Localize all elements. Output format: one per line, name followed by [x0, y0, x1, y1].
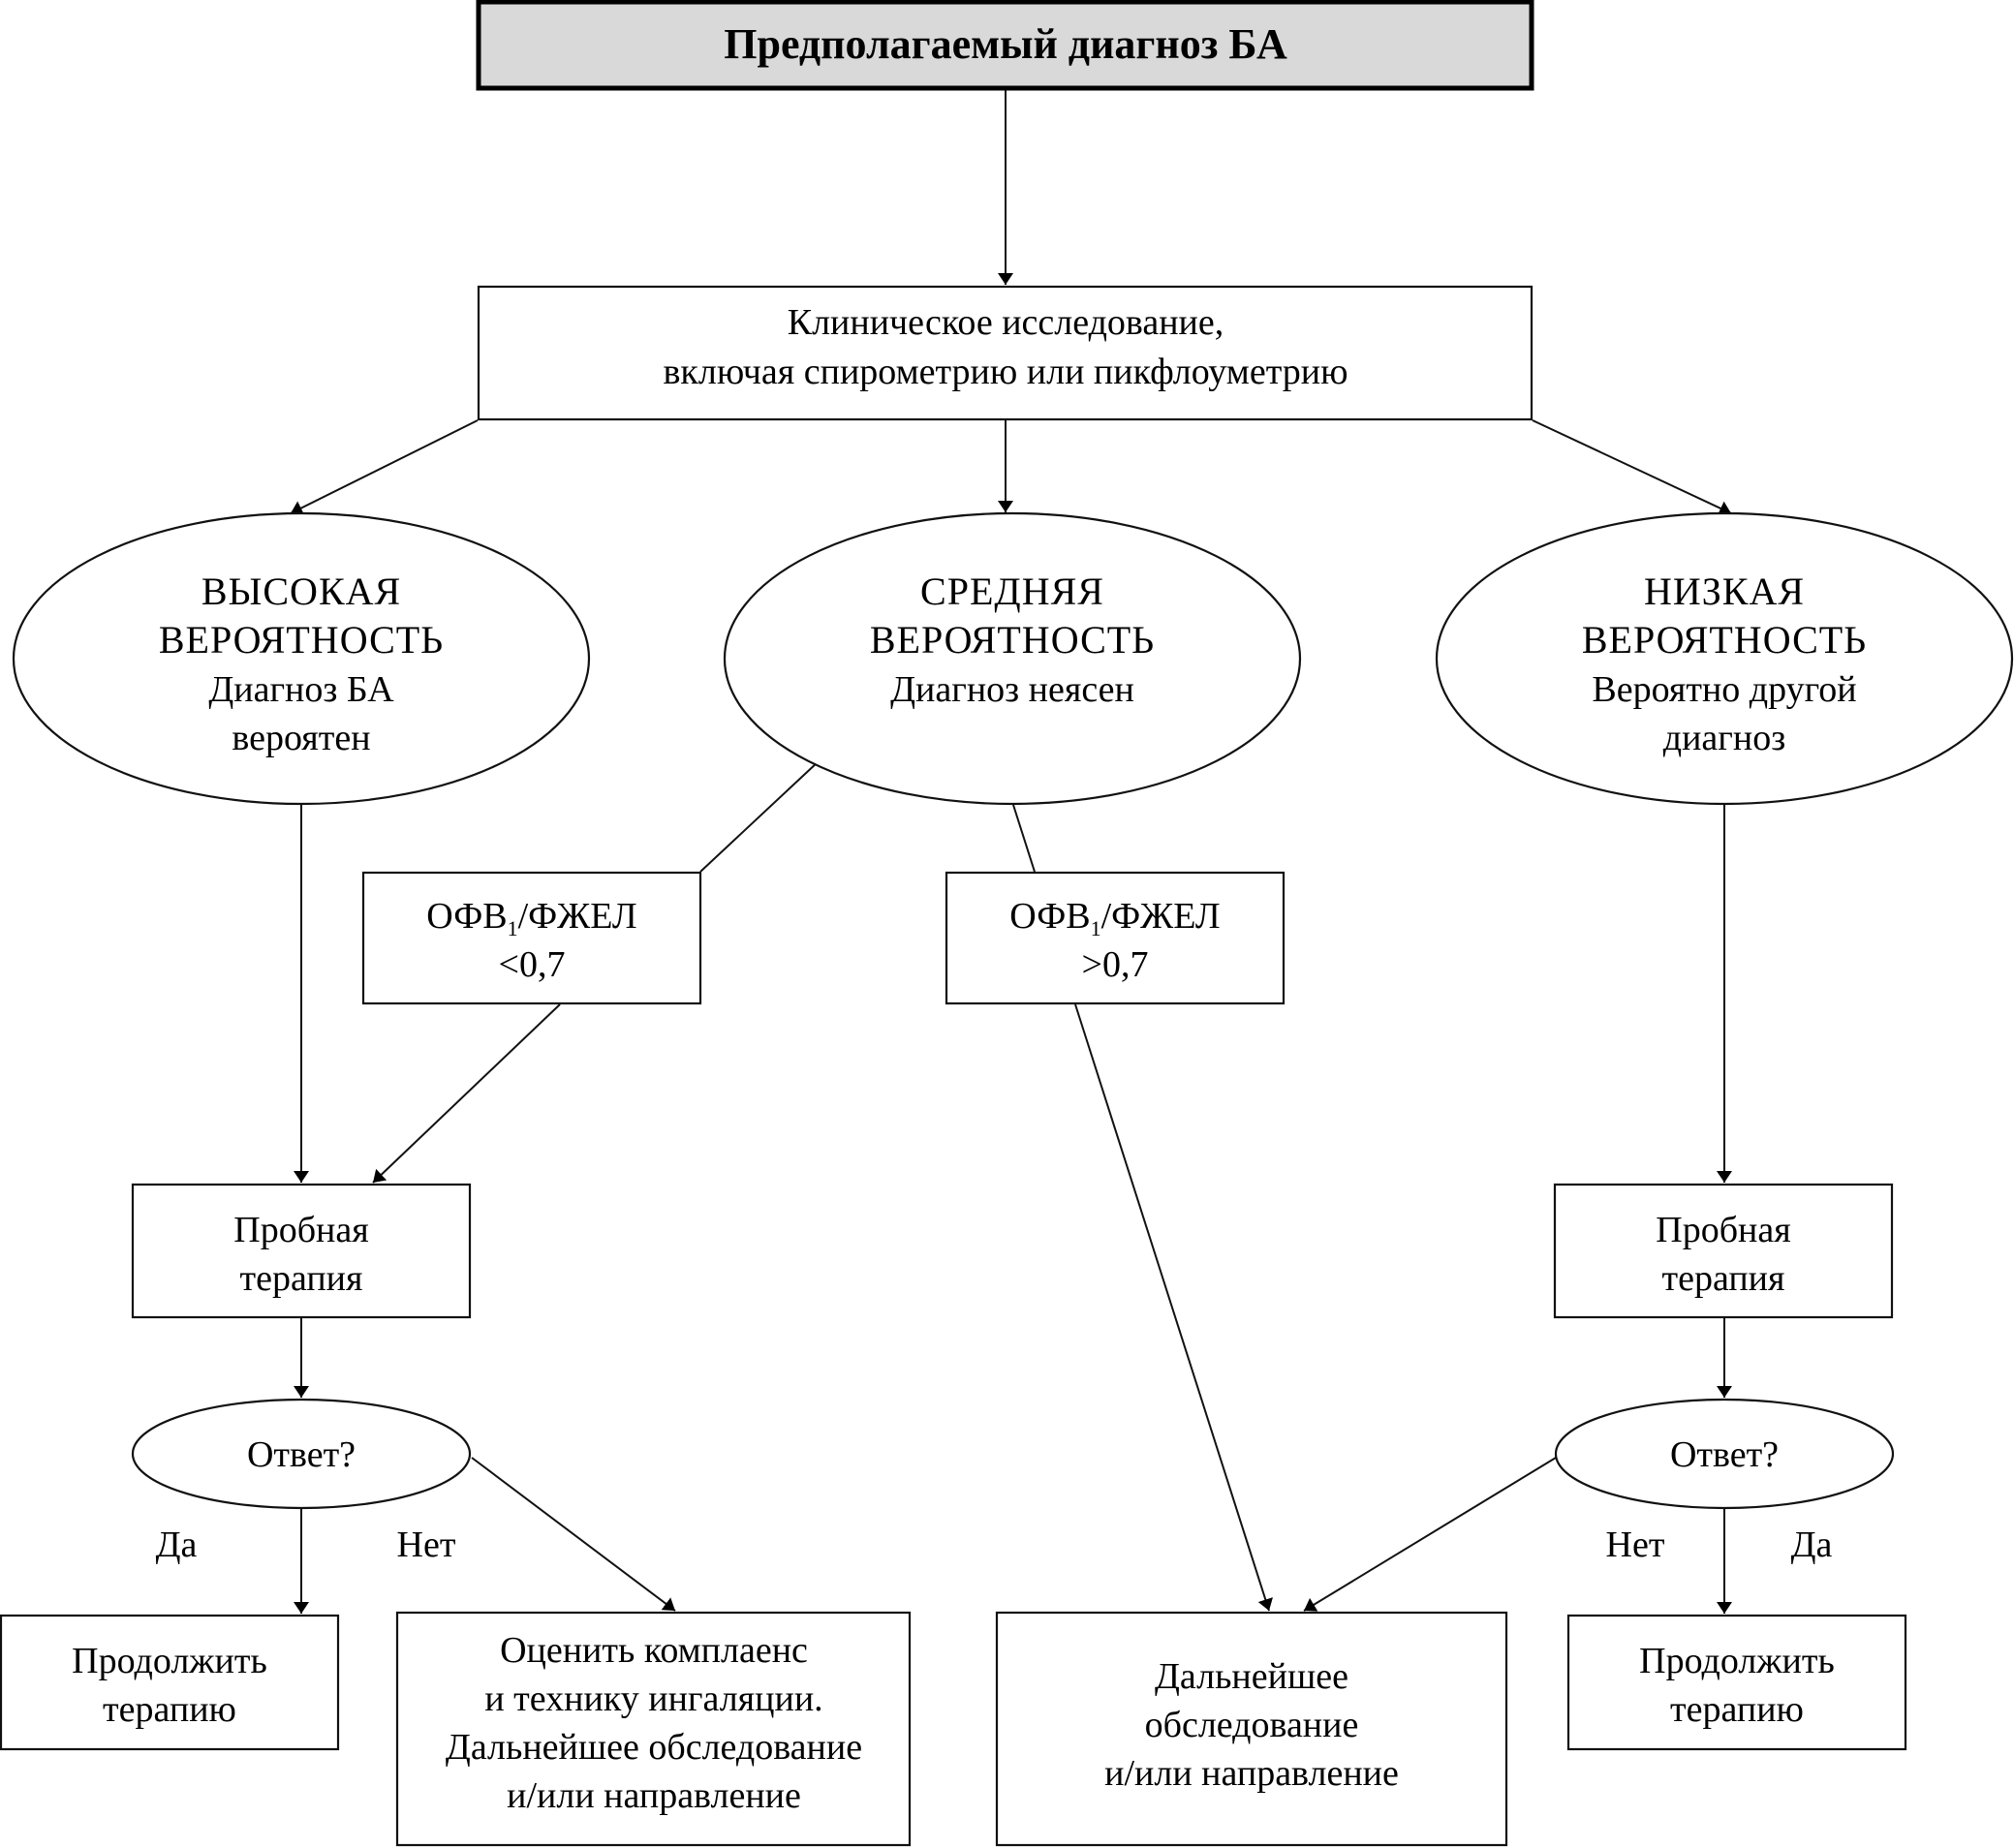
label-no-right: Нет — [1606, 1525, 1665, 1565]
fev-high-label: ОФВ1/ФЖЕЛ — [1009, 896, 1220, 940]
edge-medium-to-fev-high — [1012, 804, 1036, 873]
assess-line-4: и/или направление — [507, 1775, 801, 1816]
continue-right-line-1: Продолжить — [1639, 1641, 1835, 1681]
further-line-3: и/или направление — [1104, 1753, 1399, 1794]
high-line-1: ВЫСОКАЯ — [201, 570, 401, 613]
trial-therapy-left-node: Пробная терапия — [131, 1183, 472, 1319]
edge-clinical-to-high — [290, 419, 479, 515]
fev-low-value: <0,7 — [499, 944, 566, 985]
low-probability-node: НИЗКАЯ ВЕРОЯТНОСТЬ Вероятно другой диагн… — [1435, 511, 2014, 806]
edge-medium-to-fev-low — [699, 760, 820, 873]
continue-left-line-1: Продолжить — [72, 1641, 267, 1681]
continue-right-line-2: терапию — [1670, 1689, 1804, 1730]
trial-right-line-2: терапия — [1662, 1258, 1785, 1299]
edges — [290, 89, 1732, 1614]
assess-compliance-node: Оценить комплаенс и технику ингаляции. Д… — [395, 1611, 912, 1847]
response-right-node: Ответ? — [1554, 1398, 1895, 1510]
label-yes-right: Да — [1791, 1525, 1833, 1565]
clinical-exam-node: Клиническое исследование, включая спиром… — [477, 285, 1534, 421]
label-no-left: Нет — [397, 1525, 456, 1565]
medium-probability-node: СРЕДНЯЯ ВЕРОЯТНОСТЬ Диагноз неясен — [723, 511, 1302, 806]
assess-line-2: и технику ингаляции. — [484, 1679, 822, 1719]
clinical-line-2: включая спирометрию или пикфлоуметрию — [663, 352, 1348, 392]
title-node: Предполагаемый диагноз БА — [476, 0, 1534, 91]
edge-response-left-no — [471, 1457, 676, 1612]
assess-line-1: Оценить комплаенс — [500, 1630, 808, 1671]
further-examination-node: Дальнейшее обследование и/или направлени… — [995, 1611, 1508, 1847]
edge-response-right-no — [1303, 1457, 1557, 1612]
low-line-1: НИЗКАЯ — [1644, 570, 1805, 613]
title-text: Предполагаемый диагноз БА — [724, 20, 1287, 68]
fev-high-value: >0,7 — [1082, 944, 1149, 985]
continue-therapy-right-node: Продолжить терапию — [1566, 1614, 1907, 1751]
further-line-1: Дальнейшее — [1155, 1656, 1348, 1697]
fev-ratio-high-node: ОФВ1/ФЖЕЛ >0,7 — [945, 871, 1286, 1005]
further-line-2: обследование — [1145, 1705, 1359, 1745]
trial-left-line-1: Пробная — [233, 1210, 368, 1250]
medium-line-2: ВЕРОЯТНОСТЬ — [870, 618, 1155, 662]
continue-left-line-2: терапию — [103, 1689, 236, 1730]
continue-therapy-left-node: Продолжить терапию — [0, 1614, 340, 1751]
fev-ratio-low-node: ОФВ1/ФЖЕЛ <0,7 — [361, 871, 702, 1005]
label-yes-left: Да — [156, 1525, 198, 1565]
response-right-text: Ответ? — [1670, 1434, 1779, 1475]
high-line-2: ВЕРОЯТНОСТЬ — [159, 618, 444, 662]
trial-left-line-2: терапия — [240, 1258, 363, 1299]
low-line-4: диагноз — [1663, 718, 1785, 758]
trial-right-line-1: Пробная — [1656, 1210, 1790, 1250]
response-left-text: Ответ? — [247, 1434, 356, 1475]
high-probability-node: ВЫСОКАЯ ВЕРОЯТНОСТЬ Диагноз БА вероятен — [12, 511, 591, 806]
clinical-line-1: Клиническое исследование, — [788, 302, 1224, 343]
response-left-node: Ответ? — [131, 1398, 472, 1510]
medium-line-1: СРЕДНЯЯ — [920, 570, 1104, 613]
edge-fev-low-to-trial-left — [372, 1003, 561, 1184]
medium-line-3: Диагноз неясен — [890, 669, 1134, 710]
assess-line-3: Дальнейшее обследование — [446, 1727, 862, 1768]
edge-fev-high-to-further — [1074, 1003, 1273, 1612]
low-line-3: Вероятно другой — [1592, 669, 1856, 710]
high-line-4: вероятен — [232, 718, 370, 758]
edge-clinical-to-low — [1532, 419, 1732, 516]
trial-therapy-right-node: Пробная терапия — [1553, 1183, 1894, 1319]
high-line-3: Диагноз БА — [208, 669, 394, 710]
fev-low-label: ОФВ1/ФЖЕЛ — [426, 896, 636, 940]
low-line-2: ВЕРОЯТНОСТЬ — [1582, 618, 1867, 662]
